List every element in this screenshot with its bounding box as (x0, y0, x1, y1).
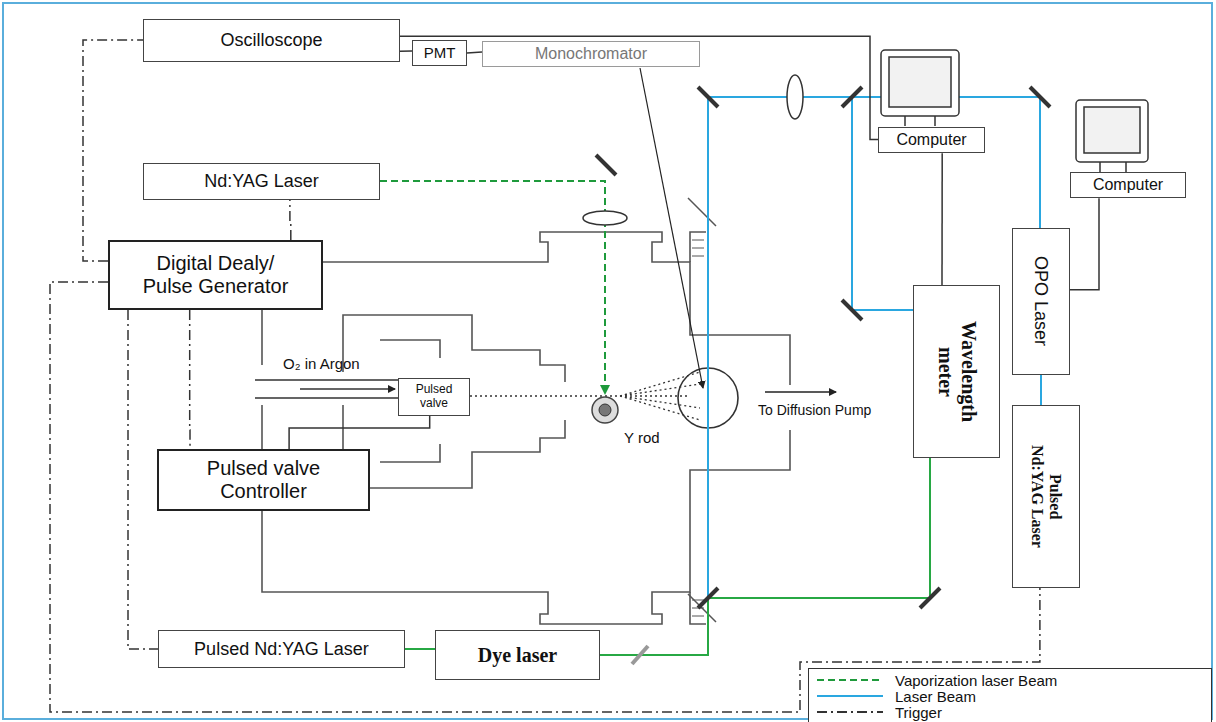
node-label: PMT (424, 44, 456, 61)
dye-mirror (632, 646, 648, 664)
detector-box: PMT (412, 40, 467, 65)
text-group: OPO Laser (1031, 256, 1052, 346)
text-group: Wavelength meter (934, 297, 980, 447)
node-label: Nd:YAG Laser (204, 171, 319, 192)
text-group: Pulsed valve (409, 383, 459, 411)
text-group: Pulsed Nd:YAG Laser (194, 639, 369, 660)
legend-row: Trigger (817, 704, 1211, 720)
trigger-line (189, 310, 191, 449)
node-label: Computer (1093, 176, 1163, 194)
node-label: Pulsed Nd:YAG Laser (1028, 443, 1065, 550)
legend-text: Trigger (895, 704, 942, 721)
connector-line (400, 50, 412, 52)
node-label: Pulsed valve (409, 383, 459, 411)
text-group: Pulsed valve Controller (189, 457, 339, 503)
legend-sample (817, 691, 883, 701)
trigger-line (83, 40, 143, 261)
text-group: Oscilloscope (220, 30, 322, 51)
connector-line (1070, 198, 1099, 290)
valve-box: Pulsed valve (398, 378, 470, 416)
molecular-beam (470, 372, 700, 420)
legend-text: Vaporization laser Beam (895, 672, 1057, 689)
connector-line (941, 153, 943, 285)
legend-sample (817, 675, 883, 685)
laser-box: Pulsed Nd:YAG Laser (158, 630, 405, 668)
focusing-lens (787, 75, 803, 119)
computer-box: Computer (1070, 172, 1186, 198)
controller-box: Pulsed valve Controller (157, 449, 370, 511)
laser-box: OPO Laser (1012, 228, 1070, 375)
part-label: Y rod (624, 430, 660, 447)
text-group: Dye laser (478, 644, 557, 667)
connector-line (1040, 375, 1042, 405)
pump-arrow (765, 391, 836, 393)
trigger-line (50, 282, 1040, 712)
computer-box: Computer (878, 127, 985, 153)
text-group: Computer (1093, 176, 1163, 194)
connector-line (400, 36, 878, 139)
node-label: Pulsed Nd:YAG Laser (194, 639, 369, 660)
legend-line (817, 679, 883, 681)
generator-box: Digital Dealy/ Pulse Generator (108, 240, 323, 310)
connector-line (405, 648, 435, 650)
node-label: Oscilloscope (220, 30, 322, 51)
text-group: Monochromator (535, 45, 647, 63)
fluorescence-arrow (640, 68, 703, 388)
node-label: Pulsed valve Controller (189, 457, 339, 503)
node-label: Wavelength meter (934, 297, 980, 447)
legend-sample (817, 707, 883, 717)
legend-text: Laser Beam (895, 688, 976, 705)
meter-box: Wavelength meter (913, 285, 1000, 458)
legend-box: Vaporization laser BeamLaser BeamTrigger (808, 668, 1212, 722)
vaporization-beam (380, 181, 627, 394)
instrument-box: Monochromator (482, 41, 700, 67)
instrument-box: Oscilloscope (143, 19, 400, 62)
laser-beams (600, 97, 1040, 655)
legend-line (817, 695, 883, 697)
outer-frame (3, 3, 1212, 719)
text-group: PMT (424, 44, 456, 61)
text-group: Pulsed Nd:YAG Laser (1028, 443, 1065, 550)
trigger-line (289, 200, 291, 240)
text-group: Nd:YAG Laser (204, 171, 319, 192)
pump-label: To Diffusion Pump (756, 403, 873, 418)
node-label: Monochromator (535, 45, 647, 63)
node-label: Digital Dealy/ Pulse Generator (132, 252, 300, 298)
window-baffles (688, 198, 716, 622)
y-rod-core (599, 404, 611, 416)
connector-line (467, 52, 482, 53)
legend-line (817, 711, 883, 713)
connector-line (289, 416, 430, 449)
laser-box: Nd:YAG Laser (143, 163, 380, 200)
mirrors (596, 87, 1050, 608)
gas-label: O₂ in Argon (283, 356, 360, 373)
node-label: Computer (896, 131, 966, 149)
legend-row: Laser Beam (817, 688, 1211, 704)
laser-box: Dye laser (435, 630, 600, 680)
trigger-line (128, 310, 158, 649)
node-label: Dye laser (478, 644, 557, 667)
vacuum-chamber (262, 232, 790, 624)
computer-monitor (881, 50, 1148, 172)
y-rod (592, 397, 618, 423)
text-group: Computer (896, 131, 966, 149)
text-group: Digital Dealy/ Pulse Generator (132, 252, 300, 298)
legend-row: Vaporization laser Beam (817, 672, 1211, 688)
node-label: OPO Laser (1031, 256, 1052, 346)
laser-box: Pulsed Nd:YAG Laser (1012, 405, 1080, 588)
gas-inlet (255, 380, 398, 398)
